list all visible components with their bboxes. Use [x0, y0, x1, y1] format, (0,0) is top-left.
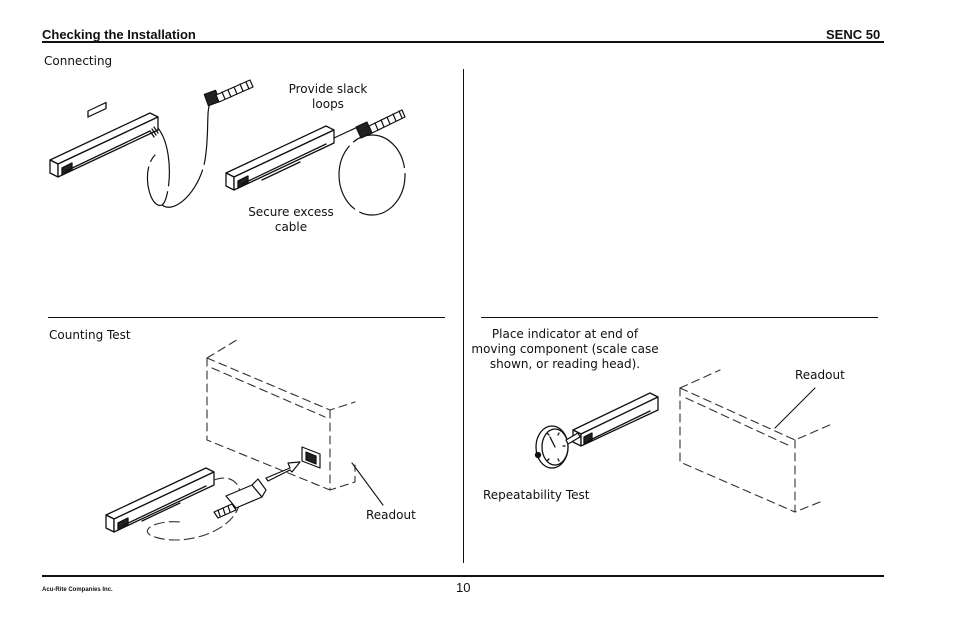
readout-port-icon [301, 446, 321, 469]
excess-note: Secure excess cable [236, 205, 346, 235]
counting-test-title: Counting Test [49, 328, 131, 342]
vertical-divider [463, 69, 464, 563]
encoder-scale-repeatability-icon [572, 392, 659, 447]
page-number: 10 [456, 580, 471, 595]
cable-loop-right-icon [338, 134, 406, 216]
counting-readout-label: Readout [366, 508, 416, 522]
connecting-title: Connecting [44, 54, 113, 68]
encoder-scale-middle-icon [225, 125, 335, 191]
cable-left-icon [146, 101, 213, 208]
slack-note: Provide slack loops [272, 82, 384, 112]
company-name: Acu-Rite Companies Inc. [42, 587, 113, 593]
footer-rule [42, 575, 884, 577]
instruction-line-2: moving component (scale case [471, 342, 659, 356]
slack-note-line-2: loops [312, 97, 344, 111]
excess-note-line-2: cable [274, 220, 308, 234]
slack-note-line-1: Provide slack [288, 82, 368, 96]
left-horizontal-divider [48, 317, 445, 318]
encoder-scale-left-icon [49, 101, 159, 178]
readout-box-left-icon [206, 337, 356, 491]
excess-note-line-1: Secure excess [248, 205, 334, 219]
section-title: Checking the Installation [42, 27, 196, 42]
right-horizontal-divider [481, 317, 878, 318]
connector-plug-icon [213, 478, 267, 519]
dial-indicator-icon [534, 425, 581, 469]
repeatability-instruction: Place indicator at end of moving compone… [470, 327, 660, 372]
readout-box-right-icon [679, 369, 833, 513]
connector-left-icon [203, 79, 254, 107]
instruction-line-1: Place indicator at end of [491, 327, 639, 341]
connector-middle-icon [355, 109, 406, 139]
repeatability-readout-label: Readout [795, 368, 845, 382]
header-rule [42, 41, 884, 43]
product-name: SENC 50 [826, 27, 881, 42]
encoder-scale-counting-icon [105, 467, 215, 533]
repeatability-test-title: Repeatability Test [483, 488, 590, 502]
insert-arrow-icon [265, 461, 301, 482]
instruction-line-3: shown, or reading head). [489, 357, 641, 371]
cable-counting-icon [147, 477, 242, 541]
